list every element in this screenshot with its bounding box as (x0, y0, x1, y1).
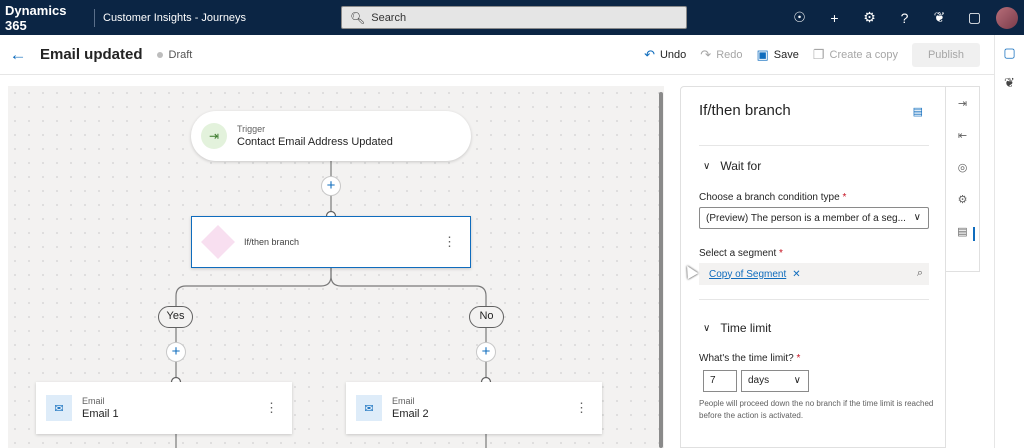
time-limit-question: What's the time limit? (699, 353, 794, 364)
pane-divider (699, 145, 929, 146)
trigger-label: Trigger (237, 124, 266, 134)
time-limit-heading: Time limit (720, 321, 772, 335)
undo-label: Undo (659, 49, 687, 61)
chevron-down-icon: ∨ (913, 212, 921, 223)
more-options-icon[interactable]: ⋮ (265, 400, 278, 415)
save-button[interactable]: ▣ Save (756, 47, 798, 63)
chat-icon[interactable]: ▢ (967, 9, 982, 25)
chevron-down-icon: ∨ (703, 160, 711, 172)
branch-properties-icon[interactable]: ▤ (957, 226, 968, 238)
branch-yes-label[interactable]: Yes (158, 306, 193, 328)
redo-label: Redo (716, 49, 743, 61)
journey-canvas[interactable]: ⇥ Trigger Contact Email Address Updated … (8, 86, 664, 448)
segment-label-text: Select a segment (699, 248, 777, 259)
time-limit-unit-select[interactable]: days ∨ (741, 370, 809, 392)
save-icon: ▣ (756, 47, 769, 62)
status-badge: Draft (156, 48, 193, 61)
condition-type-label: Choose a branch condition type * (699, 192, 847, 203)
condition-type-value: (Preview) The person is a member of a se… (706, 212, 906, 224)
collapse-pane-icon[interactable]: ▤ (912, 106, 923, 118)
condition-type-select[interactable]: (Preview) The person is a member of a se… (699, 207, 929, 229)
status-dot-icon (156, 51, 163, 58)
command-bar: ← Email updated Draft ↶ Undo ↷ Redo ▣ Save … (0, 35, 994, 75)
global-search-box[interactable]: 🔍︎ Search (341, 6, 687, 29)
more-options-icon[interactable]: ⋮ (575, 400, 588, 415)
chat-panel-icon[interactable]: ▢ (1003, 45, 1016, 60)
search-placeholder: Search (371, 11, 407, 24)
save-label: Save (773, 49, 799, 61)
properties-pane: If/then branch ▤ ∨ Wait for Choose a bra… (680, 86, 946, 448)
wait-for-heading: Wait for (720, 159, 762, 173)
app-name[interactable]: Customer Insights - Journeys (103, 11, 247, 24)
time-limit-help-text: People will proceed down the no branch i… (699, 399, 934, 420)
page-title: Email updated (40, 46, 143, 63)
email-icon: ✉ (46, 395, 72, 421)
chevron-down-icon: ∨ (793, 375, 801, 386)
nav-divider (94, 8, 95, 27)
branch-icon (201, 225, 235, 259)
condition-type-label-text: Choose a branch condition type (699, 192, 840, 203)
segment-label: Select a segment * (699, 248, 783, 259)
ifthen-branch-node[interactable]: If/then branch ⋮ (191, 216, 471, 268)
pane-title: If/then branch (699, 102, 791, 119)
command-actions: ↶ Undo ↷ Redo ▣ Save ❐ Create a copy Publish (644, 35, 994, 75)
back-arrow-icon[interactable]: ← (9, 44, 27, 64)
add-step-yes-button[interactable]: + (166, 342, 186, 362)
publish-button[interactable]: Publish (912, 43, 980, 67)
exit-icon[interactable]: ⇤ (957, 130, 968, 142)
trigger-icon: ⇥ (201, 123, 227, 149)
copilot-icon[interactable]: ❦ (933, 9, 946, 25)
goal-icon[interactable]: ◎ (957, 162, 968, 174)
more-options-icon[interactable]: ⋮ (443, 234, 456, 249)
undo-icon: ↶ (644, 47, 655, 62)
status-label: Draft (168, 48, 193, 61)
trigger-name: Contact Email Address Updated (237, 136, 393, 148)
brand-name[interactable]: Dynamics 365 (5, 2, 67, 33)
gear-icon[interactable]: ⚙ (957, 194, 968, 206)
undo-button[interactable]: ↶ Undo (644, 47, 686, 63)
avatar[interactable] (996, 6, 1018, 29)
branch-no-label[interactable]: No (469, 306, 504, 328)
enter-icon[interactable]: ⇥ (957, 98, 968, 110)
lightbulb-icon[interactable]: ☉ (793, 9, 806, 25)
search-icon: 🔍︎ (350, 10, 366, 25)
segment-lookup[interactable]: Copy of Segment ✕ ⌕ (699, 263, 929, 285)
time-limit-amount-input[interactable]: 7 (703, 370, 737, 392)
email-1-type: Email (82, 396, 105, 406)
time-limit-unit-value: days (748, 375, 770, 386)
add-step-button[interactable]: + (321, 176, 341, 196)
email-1-name: Email 1 (82, 408, 119, 420)
create-copy-label: Create a copy (829, 49, 898, 61)
help-icon[interactable]: ? (900, 9, 909, 26)
segment-tag[interactable]: Copy of Segment (709, 268, 787, 280)
redo-button[interactable]: ↷ Redo (700, 47, 742, 63)
email-1-node[interactable]: ✉ Email Email 1 ⋮ (36, 382, 292, 434)
add-step-no-button[interactable]: + (476, 342, 496, 362)
right-side-rail: ▢ ❦ (994, 35, 1024, 448)
create-copy-button[interactable]: ❐ Create a copy (813, 47, 898, 63)
active-tab-indicator (973, 227, 975, 241)
email-2-node[interactable]: ✉ Email Email 2 ⋮ (346, 382, 602, 434)
gear-icon[interactable]: ⚙ (863, 9, 876, 25)
ifthen-label: If/then branch (244, 237, 300, 247)
pane-divider (699, 299, 929, 300)
redo-icon: ↷ (700, 47, 712, 62)
canvas-scrollbar[interactable] (659, 92, 663, 448)
email-icon: ✉ (356, 395, 382, 421)
top-nav-actions: ☉ + ⚙ ? ❦ ▢ (782, 0, 1024, 35)
chevron-down-icon: ∨ (703, 322, 711, 334)
remove-segment-icon[interactable]: ✕ (792, 268, 801, 280)
pane-tab-rail: ⇥ ⇤ ◎ ⚙ ▤ (946, 86, 980, 272)
copilot-panel-icon[interactable]: ❦ (1004, 75, 1015, 90)
time-limit-label: What's the time limit? * (699, 353, 801, 364)
plus-icon[interactable]: + (830, 9, 839, 26)
copy-icon: ❐ (812, 47, 825, 62)
top-nav-bar: Dynamics 365 Customer Insights - Journey… (0, 0, 1024, 35)
trigger-node[interactable]: ⇥ Trigger Contact Email Address Updated (191, 111, 471, 161)
email-2-name: Email 2 (392, 408, 429, 420)
email-2-type: Email (392, 396, 415, 406)
wait-for-section-header[interactable]: ∨ Wait for (703, 159, 761, 173)
time-limit-section-header[interactable]: ∨ Time limit (703, 321, 771, 335)
search-icon[interactable]: ⌕ (916, 267, 923, 279)
